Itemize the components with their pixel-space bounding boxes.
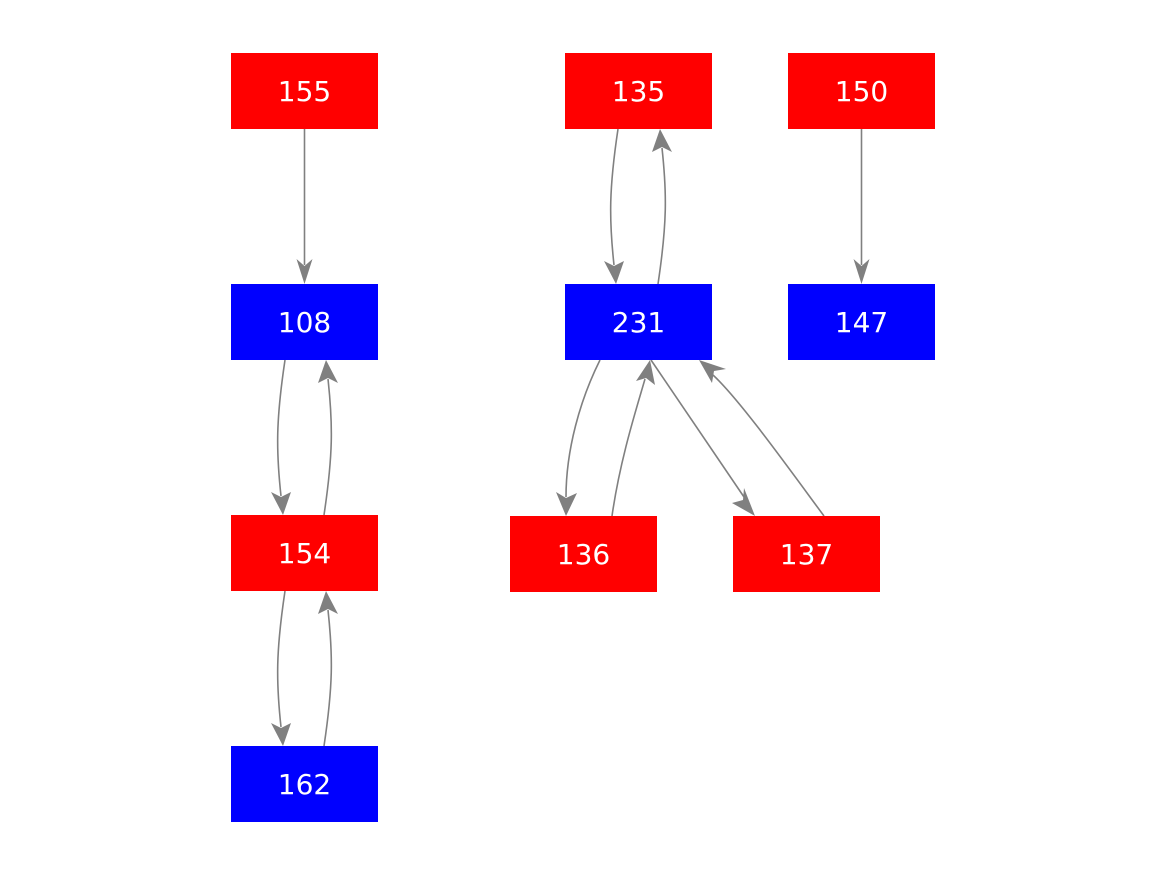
- node-231[interactable]: 231: [565, 284, 712, 360]
- node-108[interactable]: 108: [231, 284, 378, 360]
- node-162[interactable]: 162: [231, 746, 378, 822]
- node-137-label: 137: [780, 538, 833, 571]
- node-162-box[interactable]: [231, 746, 378, 822]
- edge-layer: [271, 128, 870, 747]
- node-162-label: 162: [278, 768, 331, 801]
- node-150-box[interactable]: [788, 53, 935, 129]
- node-154-box[interactable]: [231, 515, 378, 591]
- edge-155-108: [296, 129, 313, 284]
- node-136-box[interactable]: [510, 516, 657, 592]
- node-108-label: 108: [278, 306, 331, 339]
- edge-150-147: [853, 129, 870, 284]
- edge-136-231: [611, 360, 655, 517]
- node-231-label: 231: [612, 306, 665, 339]
- node-147-label: 147: [835, 306, 888, 339]
- node-147-box[interactable]: [788, 284, 935, 360]
- node-155-box[interactable]: [231, 53, 378, 129]
- edge-162-154: [318, 591, 338, 747]
- node-135-box[interactable]: [565, 53, 712, 129]
- node-137[interactable]: 137: [733, 516, 880, 592]
- node-150[interactable]: 150: [788, 53, 935, 129]
- edge-108-154: [271, 359, 291, 515]
- node-135-label: 135: [612, 75, 665, 108]
- node-137-box[interactable]: [733, 516, 880, 592]
- node-136[interactable]: 136: [510, 516, 657, 592]
- node-147[interactable]: 147: [788, 284, 935, 360]
- node-108-box[interactable]: [231, 284, 378, 360]
- node-154[interactable]: 154: [231, 515, 378, 591]
- node-155[interactable]: 155: [231, 53, 378, 129]
- edge-137-231: [699, 360, 825, 517]
- node-231-box[interactable]: [565, 284, 712, 360]
- node-154-label: 154: [278, 537, 331, 570]
- edge-231-136: [556, 359, 601, 516]
- edge-154-108: [318, 360, 338, 516]
- node-155-label: 155: [278, 75, 331, 108]
- node-150-label: 150: [835, 75, 888, 108]
- edge-231-137: [650, 359, 755, 516]
- node-layer: 155 108 154 162 135 231 136 137: [231, 53, 935, 822]
- node-136-label: 136: [557, 538, 610, 571]
- edge-135-231: [604, 128, 624, 284]
- edge-154-162: [271, 590, 291, 746]
- node-135[interactable]: 135: [565, 53, 712, 129]
- edge-231-135: [652, 129, 672, 285]
